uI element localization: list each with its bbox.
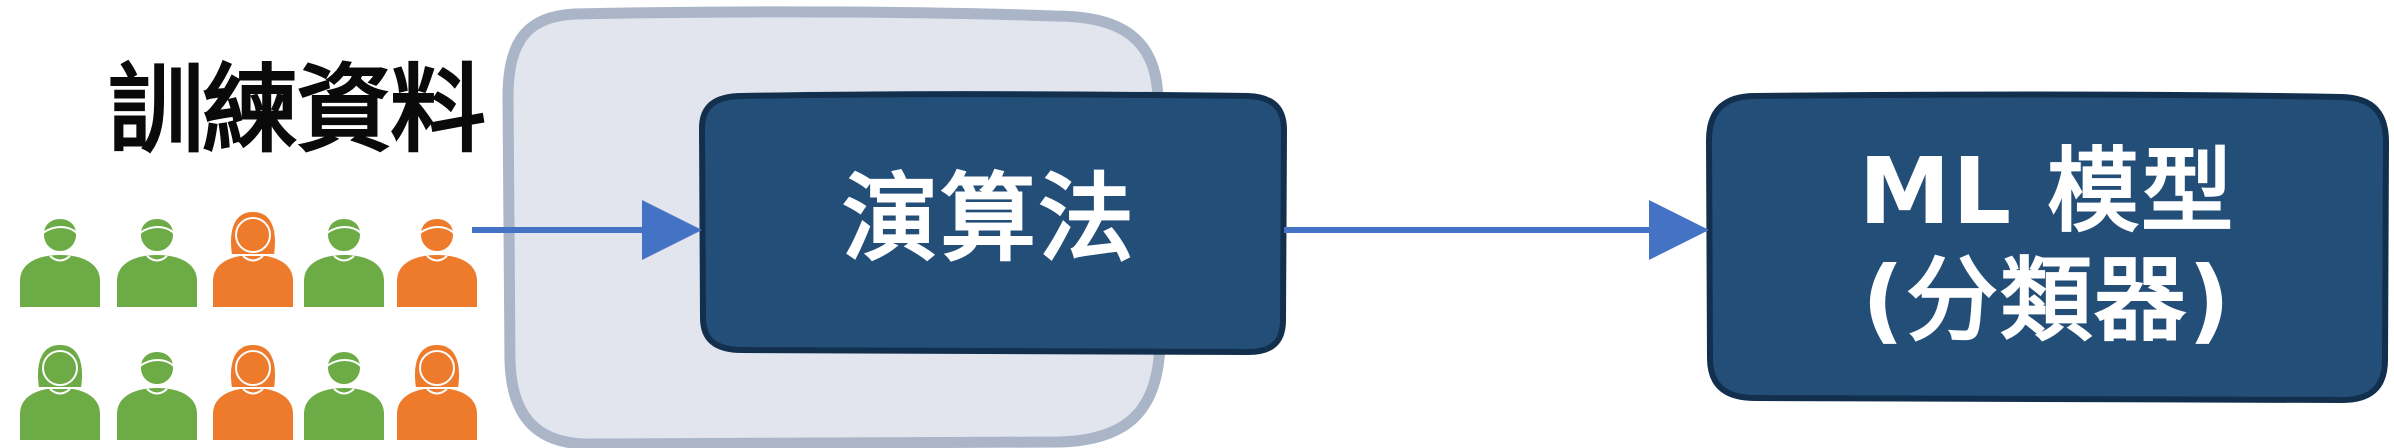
algorithm-label-text: 演算法 (842, 163, 1136, 276)
person-male-icon (304, 217, 384, 307)
person-female-icon (20, 342, 100, 440)
model-label-line1: ML 模型 (1858, 138, 2236, 246)
person-female-icon (397, 342, 477, 440)
model-label-line2: (分類器) (1861, 247, 2233, 354)
person-male-icon (20, 217, 100, 307)
person-male-icon (117, 217, 197, 307)
person-male-icon (397, 217, 477, 307)
model-block (1705, 91, 2390, 404)
algorithm-block (698, 91, 1288, 356)
training-data-title: 訓練資料 (108, 54, 486, 166)
person-male-icon (304, 350, 384, 440)
training-data-people (20, 209, 477, 440)
person-male-icon (117, 350, 197, 440)
person-female-icon (213, 342, 293, 440)
model-label: ML 模型 (分類器) (1712, 97, 2382, 397)
person-female-icon (213, 209, 293, 307)
algorithm-label: 演算法 (700, 95, 1278, 345)
